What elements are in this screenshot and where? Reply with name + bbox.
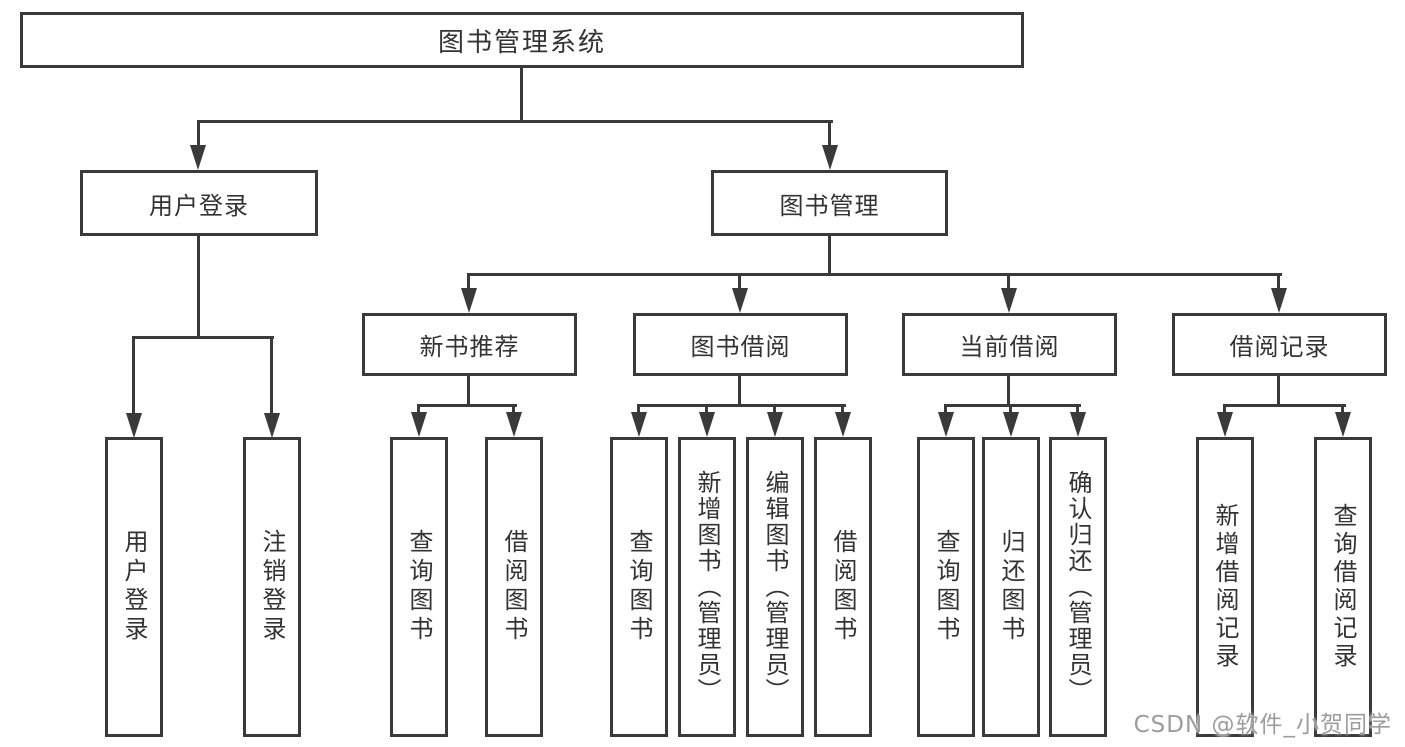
arrowhead-user-login <box>190 145 206 170</box>
leaf-cb-query-book: 查询图书 <box>917 437 975 737</box>
arrowhead-leaf-cb-query <box>938 412 954 437</box>
node-user-login-label: 用户登录 <box>149 191 249 220</box>
arrowhead-leaf-cb-confirm <box>1070 412 1086 437</box>
arrowhead-leaf-rec-borrow <box>506 412 522 437</box>
leaf-bb-add-book-label: 新增图书（管理员） <box>693 470 721 704</box>
leaf-br-query-record: 查询借阅记录 <box>1314 437 1372 737</box>
arrowhead-leaf-user-login <box>126 413 142 438</box>
connector-leaf-bb-edit-stem <box>773 404 776 415</box>
node-borrow-record: 借阅记录 <box>1172 313 1387 376</box>
leaf-cb-query-book-label: 查询图书 <box>932 529 960 645</box>
connector-leaf-bb-add-stem <box>705 404 708 415</box>
connector-leaf-cb-query-stem <box>944 404 947 415</box>
leaf-cb-confirm-return: 确认归还（管理员） <box>1049 437 1107 737</box>
connector-level2-rail <box>197 120 833 123</box>
leaf-rec-borrow-book-label: 借阅图书 <box>500 529 528 645</box>
node-new-book-rec: 新书推荐 <box>362 313 577 376</box>
node-current-borrow: 当前借阅 <box>902 313 1117 376</box>
connector-current-borrow-stem <box>1007 273 1010 291</box>
connector-borrow-record-stem <box>1277 273 1280 291</box>
leaf-logout-label: 注销登录 <box>258 529 286 645</box>
connector-user-login-down <box>197 234 200 338</box>
leaf-bb-query-book-label: 查询图书 <box>625 529 653 645</box>
node-root-label: 图书管理系统 <box>437 27 606 58</box>
leaf-bb-add-book: 新增图书（管理员） <box>678 437 736 737</box>
connector-leaf-rec-borrow-stem <box>512 404 515 415</box>
arrowhead-book-borrow <box>732 288 748 313</box>
connector-book-borrow-stem <box>738 273 741 291</box>
leaf-bb-borrow-book: 借阅图书 <box>814 437 872 737</box>
connector-book-mgmt-stem <box>828 120 831 152</box>
connector-new-book-rec-down <box>467 374 470 407</box>
leaf-br-query-record-label: 查询借阅记录 <box>1329 503 1357 671</box>
connector-borrow-record-down <box>1277 374 1280 407</box>
connector-level3-rail <box>467 273 1282 276</box>
node-new-book-rec-label: 新书推荐 <box>419 333 520 361</box>
connector-user-login-stem <box>197 120 200 152</box>
leaf-bb-edit-book: 编辑图书（管理员） <box>746 437 804 737</box>
arrowhead-leaf-rec-query <box>411 412 427 437</box>
arrowhead-current-borrow <box>1001 288 1017 313</box>
node-book-mgmt-label: 图书管理 <box>779 191 880 220</box>
connector-leaf-bb-borrow-stem <box>841 404 844 415</box>
arrowhead-leaf-br-query <box>1335 412 1351 437</box>
arrowhead-leaf-bb-borrow <box>835 412 851 437</box>
node-book-mgmt: 图书管理 <box>711 170 948 236</box>
leaf-br-add-record-label: 新增借阅记录 <box>1211 503 1239 671</box>
arrowhead-leaf-logout <box>264 413 280 438</box>
connector-leaf-logout-stem <box>270 336 273 416</box>
leaf-br-add-record: 新增借阅记录 <box>1196 437 1254 737</box>
connector-book-borrow-rail <box>637 404 846 407</box>
leaf-rec-borrow-book: 借阅图书 <box>485 437 543 737</box>
leaf-bb-edit-book-label: 编辑图书（管理员） <box>761 470 789 704</box>
leaf-cb-confirm-return-label: 确认归还（管理员） <box>1064 470 1092 704</box>
connector-book-borrow-down <box>738 374 741 407</box>
leaf-bb-borrow-book-label: 借阅图书 <box>829 529 857 645</box>
node-user-login: 用户登录 <box>80 170 318 236</box>
connector-leaf-cb-confirm-stem <box>1076 404 1079 415</box>
connector-root-stem <box>520 66 523 123</box>
connector-new-book-rec-rail <box>417 404 517 407</box>
node-current-borrow-label: 当前借阅 <box>959 333 1060 361</box>
connector-leaf-cb-return-stem <box>1009 404 1012 415</box>
connector-current-borrow-down <box>1007 374 1010 407</box>
leaf-cb-return-book: 归还图书 <box>982 437 1040 737</box>
node-root: 图书管理系统 <box>20 12 1024 68</box>
node-book-borrow-label: 图书借阅 <box>690 333 791 361</box>
connector-new-book-rec-stem <box>467 273 470 291</box>
connector-leaf-user-login-stem <box>132 336 135 416</box>
connector-leaf-bb-query-stem <box>637 404 640 415</box>
arrowhead-leaf-bb-edit <box>767 412 783 437</box>
leaf-user-login: 用户登录 <box>105 437 163 737</box>
csdn-watermark: CSDN @软件_小贺同学 <box>1133 712 1392 738</box>
node-book-borrow: 图书借阅 <box>633 313 848 376</box>
connector-leaf-br-add-stem <box>1223 404 1226 415</box>
connector-user-login-rail <box>132 336 274 339</box>
arrowhead-leaf-bb-query <box>631 412 647 437</box>
leaf-user-login-label: 用户登录 <box>120 529 148 645</box>
leaf-rec-query-book-label: 查询图书 <box>405 529 433 645</box>
arrowhead-leaf-bb-add <box>699 412 715 437</box>
node-borrow-record-label: 借阅记录 <box>1229 333 1330 361</box>
leaf-cb-return-book-label: 归还图书 <box>997 529 1025 645</box>
arrowhead-leaf-br-add <box>1217 412 1233 437</box>
arrowhead-new-book-rec <box>461 288 477 313</box>
arrowhead-borrow-record <box>1271 288 1287 313</box>
arrowhead-leaf-cb-return <box>1003 412 1019 437</box>
connector-leaf-br-query-stem <box>1341 404 1344 415</box>
connector-leaf-rec-query-stem <box>417 404 420 415</box>
arrowhead-book-mgmt <box>822 145 838 170</box>
connector-borrow-record-rail <box>1223 404 1346 407</box>
connector-book-mgmt-down <box>828 234 831 276</box>
leaf-logout: 注销登录 <box>243 437 301 737</box>
connector-current-borrow-rail <box>944 404 1081 407</box>
leaf-bb-query-book: 查询图书 <box>610 437 668 737</box>
leaf-rec-query-book: 查询图书 <box>390 437 448 737</box>
